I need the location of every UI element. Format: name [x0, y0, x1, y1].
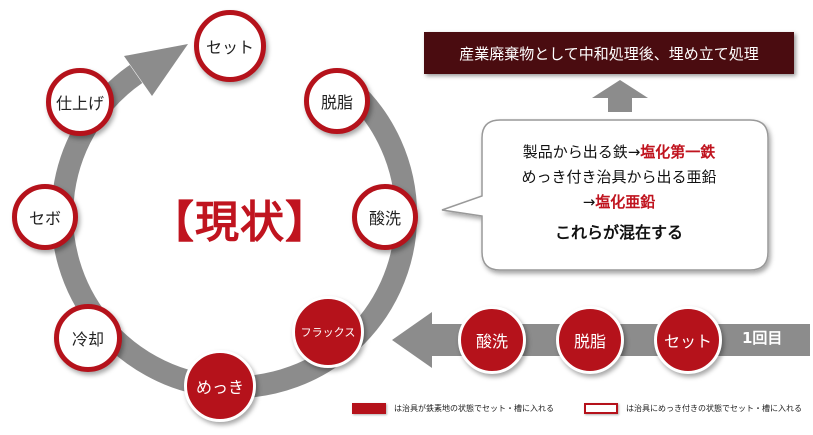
first-round-degrease: 脱脂	[556, 306, 624, 374]
first-round-label: 1回目	[742, 329, 783, 347]
speech-bubble	[441, 119, 769, 271]
bubble-line3-prefix: →	[582, 193, 596, 211]
up-arrow-head	[592, 80, 648, 98]
zinc-chloride-label: 塩化亜鉛	[595, 193, 656, 211]
legend-swatch-filled	[352, 403, 386, 414]
bubble-line2: めっき付き治具から出る亜鉛	[521, 168, 717, 186]
disposal-result-box: 産業廃棄物として中和処理後、埋め立て処理	[424, 32, 794, 74]
up-arrow-shaft	[608, 96, 632, 112]
node-degrease-label: 脱脂	[320, 93, 353, 112]
bubble-conclusion: これらが混在する	[554, 223, 683, 242]
node-sebo-label: セボ	[28, 209, 61, 228]
ferrous-chloride-label: 塩化第一鉄	[640, 143, 716, 161]
node-pickling: 酸洗	[352, 184, 418, 250]
node-flux: フラックス	[292, 296, 364, 368]
legend-swatch-outline	[584, 403, 618, 414]
node-finishing: 仕上げ	[46, 68, 114, 136]
node-set: セット	[194, 10, 266, 82]
node-plating-label: めっき	[195, 378, 244, 397]
node-plating: めっき	[184, 350, 256, 422]
first-round-pickling-label: 酸洗	[475, 332, 508, 351]
node-flux-label: フラックス	[300, 326, 356, 339]
first-round-degrease-label: 脱脂	[573, 332, 606, 351]
node-finishing-label: 仕上げ	[55, 94, 104, 113]
node-sebo: セボ	[12, 184, 78, 250]
mixture-explanation: 製品から出る鉄→塩化第一鉄 めっき付き治具から出る亜鉛 →塩化亜鉛 これらが混在…	[488, 140, 750, 245]
node-pickling-label: 酸洗	[368, 209, 401, 228]
legend-plated-jig-text: は治具にめっき付きの状態でセット・槽に入れる	[626, 404, 802, 413]
legend-plated-jig: は治具にめっき付きの状態でセット・槽に入れる	[584, 403, 802, 414]
legend-iron-base: は治具が鉄素地の状態でセット・槽に入れる	[352, 403, 554, 414]
node-cooling: 冷却	[54, 304, 122, 372]
bubble-line1-prefix: 製品から出る鉄→	[522, 143, 641, 161]
cycle-arrow-head	[124, 44, 188, 96]
node-set-label: セット	[205, 38, 254, 57]
legend-iron-base-text: は治具が鉄素地の状態でセット・槽に入れる	[394, 404, 554, 413]
node-cooling-label: 冷却	[71, 330, 104, 349]
first-round-set: セット	[654, 306, 722, 374]
first-round-set-label: セット	[663, 332, 712, 351]
current-state-title: 【現状】	[150, 197, 330, 248]
first-round-pickling: 酸洗	[458, 306, 526, 374]
node-degrease: 脱脂	[304, 68, 370, 134]
